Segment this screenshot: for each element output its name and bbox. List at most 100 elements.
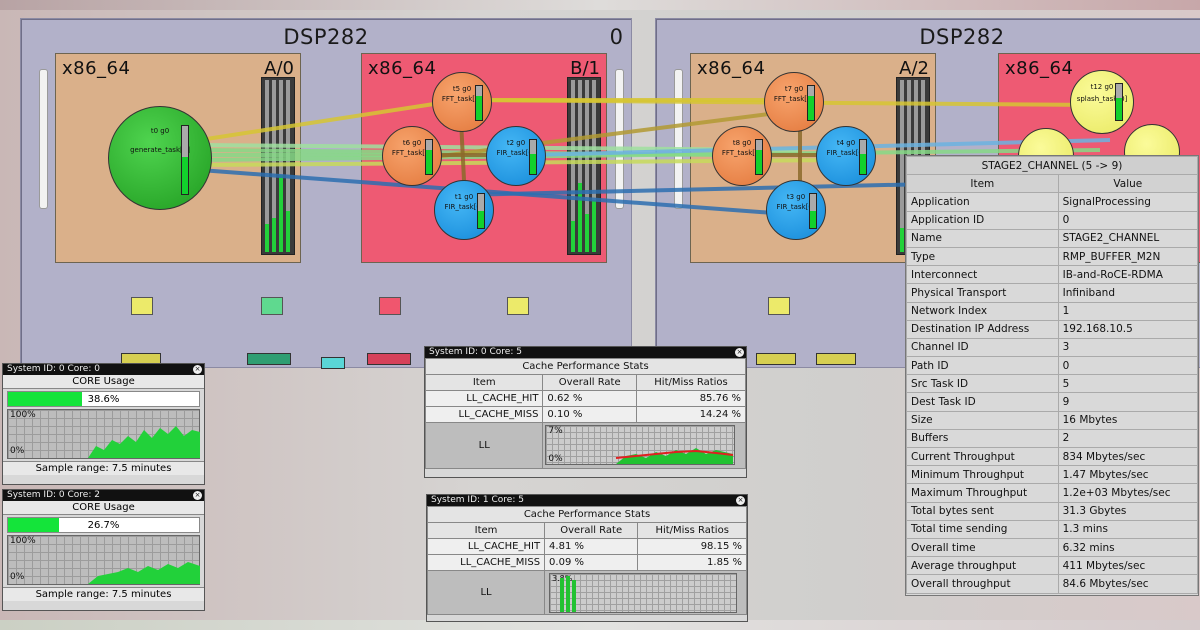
task-node-t1[interactable]: t1 g0 FIR_task[0] <box>434 180 494 240</box>
chip-indicator[interactable] <box>768 297 790 315</box>
task-gauge <box>807 85 815 121</box>
cpu-arch-label: x86_64 <box>368 58 437 79</box>
task-node-t5[interactable]: t5 g0 FFT_task[0] <box>432 72 492 132</box>
task-node-t7[interactable]: t7 g0 FFT_task[0] <box>764 72 824 132</box>
close-icon[interactable]: × <box>736 496 745 505</box>
task-gauge <box>755 139 763 175</box>
cache-stats-window-1[interactable]: System ID: 1 Core: 5× Cache Performance … <box>426 494 748 622</box>
task-node-t4[interactable]: t4 g0 FIR_task[0] <box>816 126 876 186</box>
task-node-t6[interactable]: t6 g0 FFT_task[0] <box>382 126 442 186</box>
cpu-arch-label: x86_64 <box>1005 58 1074 79</box>
chip-indicator[interactable] <box>131 297 153 315</box>
task-gauge <box>529 139 537 175</box>
task-node-t2[interactable]: t2 g0 FIR_task[0] <box>486 126 546 186</box>
vertical-scrollbar[interactable] <box>674 69 683 209</box>
core-usage-window-1[interactable]: System ID: 0 Core: 2× CORE Usage 26.7% 1… <box>2 489 205 611</box>
dsp-title: DSP282 <box>919 25 1005 49</box>
core-usage-bar: 38.6% <box>7 391 200 407</box>
chip-indicator[interactable] <box>261 297 283 315</box>
task-gauge <box>475 85 483 121</box>
chip-indicator[interactable] <box>507 297 529 315</box>
port-connector[interactable] <box>756 353 796 365</box>
sample-range: Sample range: 7.5 minutes <box>3 587 204 601</box>
cache-stats-table: Cache Performance Stats Item Overall Rat… <box>426 506 747 615</box>
window-title[interactable]: System ID: 0 Core: 5× <box>425 347 746 358</box>
chip-indicator[interactable] <box>379 297 401 315</box>
cache-stats-window-0[interactable]: System ID: 0 Core: 5× Cache Performance … <box>424 346 747 478</box>
cpu-id-label: B/1 <box>570 58 600 79</box>
table-row: LL_CACHE_HIT 4.81 % 98.15 % <box>426 538 747 555</box>
task-gauge <box>477 193 485 229</box>
table-row: LL_CACHE_HIT 0.62 % 85.76 % <box>424 390 746 407</box>
task-gauge <box>181 125 189 195</box>
vertical-scrollbar[interactable] <box>39 69 48 209</box>
close-icon[interactable]: × <box>193 365 202 374</box>
close-icon[interactable]: × <box>735 348 744 357</box>
dsp-title: DSP282 <box>283 25 369 49</box>
core-usage-header: CORE Usage <box>3 501 204 515</box>
port-connector[interactable] <box>367 353 411 365</box>
window-title[interactable]: System ID: 0 Core: 2× <box>3 490 204 501</box>
close-icon[interactable]: × <box>193 491 202 500</box>
window-title[interactable]: System ID: 1 Core: 5× <box>427 495 747 506</box>
task-node-t8[interactable]: t8 g0 FFT_task[0] <box>712 126 772 186</box>
core-usage-value: 38.6% <box>87 394 120 405</box>
cpu-id-label: A/0 <box>264 58 294 79</box>
vertical-scrollbar[interactable] <box>615 69 624 209</box>
ll-label: LL <box>426 570 546 615</box>
task-node-t3[interactable]: t3 g0 FIR_task[0] <box>766 180 826 240</box>
core-usage-fill <box>8 392 82 406</box>
top-border <box>0 0 1200 10</box>
task-node-t0[interactable]: t0 g0 generate_task[0] <box>108 106 212 210</box>
ll-cache-plot: 7% 0% <box>545 425 736 465</box>
core-usage-value: 26.7% <box>87 520 120 531</box>
cache-stats-header: Cache Performance Stats <box>425 358 746 375</box>
sample-range: Sample range: 7.5 minutes <box>3 461 204 475</box>
cache-stats-table: Cache Performance Stats Item Overall Rat… <box>424 358 746 469</box>
channel-title: STAGE2_CHANNEL (5 -> 9) <box>906 155 1198 176</box>
ll-cache-plot: 3.8% <box>549 573 738 613</box>
port-connector[interactable] <box>247 353 291 365</box>
core-usage-bar: 26.7% <box>7 517 200 533</box>
core-usage-history: 100% 0% <box>7 535 200 585</box>
cpu-arch-label: x86_64 <box>62 58 131 79</box>
core-usage-header: CORE Usage <box>3 375 204 389</box>
task-gauge <box>425 139 433 175</box>
port-connector[interactable] <box>816 353 856 365</box>
memory-bar-b1 <box>567 77 601 255</box>
task-gauge <box>859 139 867 175</box>
core-usage-fill <box>8 518 59 532</box>
table-row: LL_CACHE_MISS 0.10 % 14.24 % <box>424 406 746 423</box>
port-connector[interactable] <box>321 357 345 369</box>
table-row: LL_CACHE_MISS 0.09 % 1.85 % <box>426 554 747 571</box>
dsp-number: 0 <box>609 25 623 49</box>
window-title[interactable]: System ID: 0 Core: 0× <box>3 364 204 375</box>
cpu-id-label: A/2 <box>899 58 929 79</box>
core-usage-window-0[interactable]: System ID: 0 Core: 0× CORE Usage 38.6% 1… <box>2 363 205 485</box>
task-gauge <box>809 193 817 229</box>
ll-label: LL <box>424 422 544 469</box>
task-node-t12[interactable]: t12 g0 splash_task[0] <box>1070 70 1134 134</box>
